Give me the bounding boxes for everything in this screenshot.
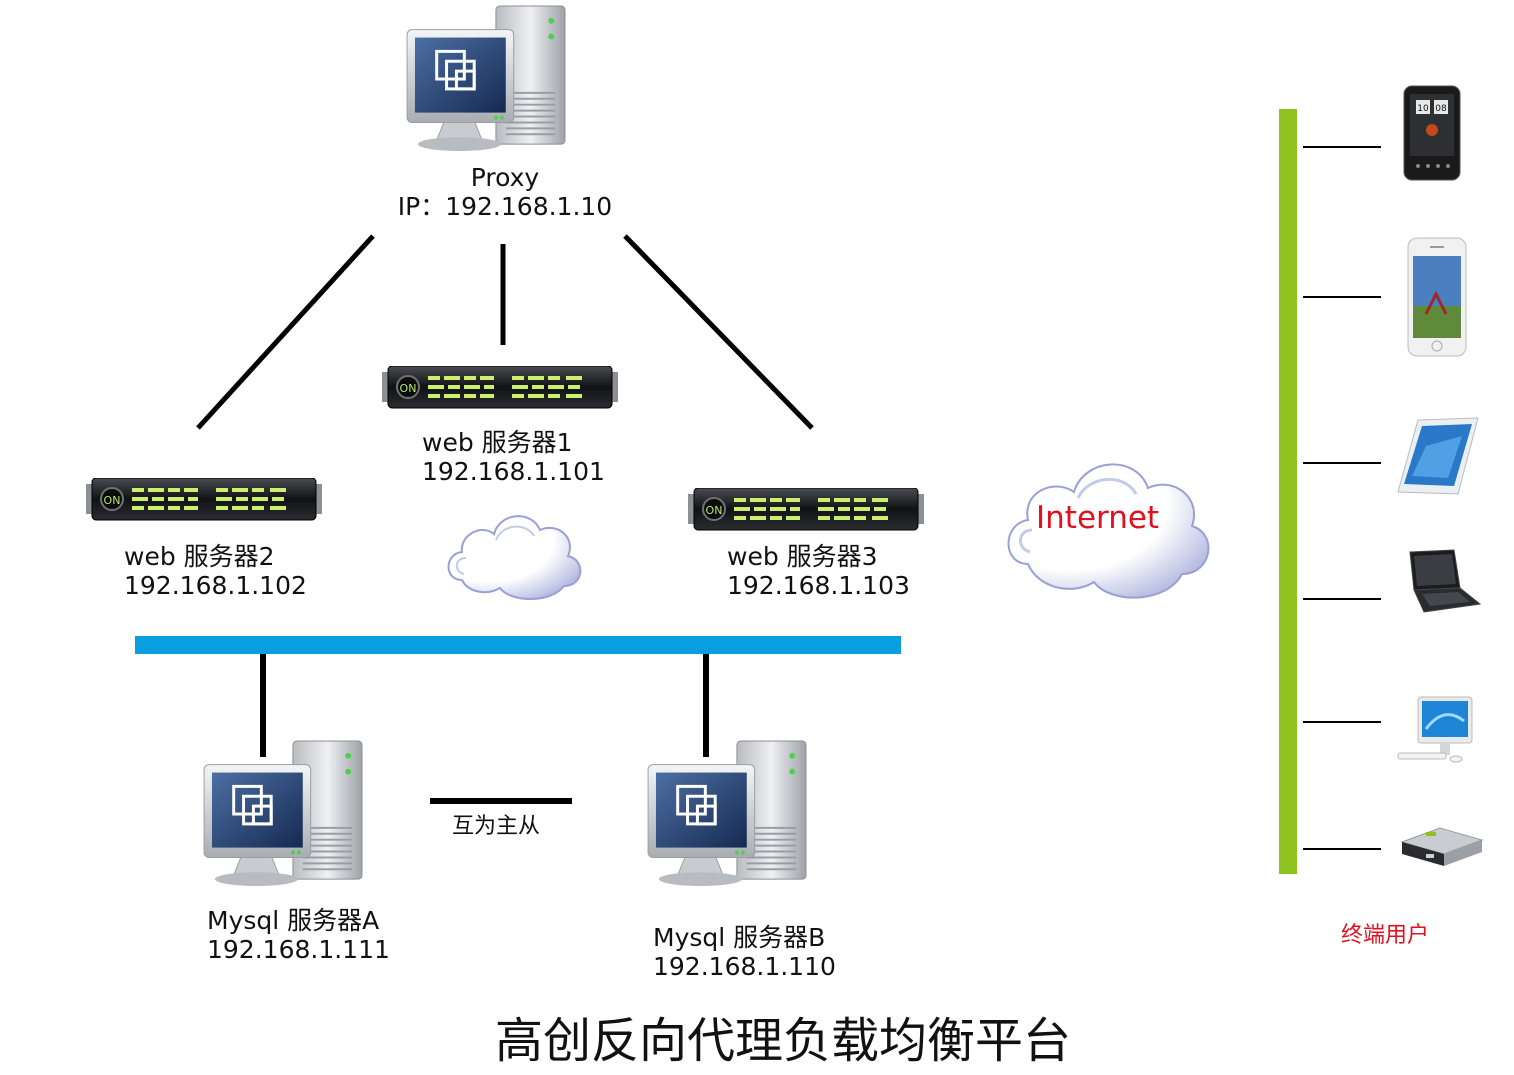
web-server-1-label: web 服务器1 192.168.1.101 <box>422 428 605 486</box>
mysql-server-a-icon <box>202 739 370 892</box>
client-bus <box>1279 109 1297 874</box>
web-server-3-name: web 服务器3 <box>727 542 878 571</box>
web-server-1-ip: 192.168.1.101 <box>422 457 605 486</box>
internet-label: Internet <box>1036 500 1160 536</box>
internet-cloud-icon <box>1007 463 1210 599</box>
svg-text:08: 08 <box>1435 104 1447 114</box>
mysql-server-b-icon <box>646 739 814 892</box>
client-link-3 <box>1303 462 1381 464</box>
iphone-icon <box>1407 237 1467 357</box>
web-server-3-label: web 服务器3 192.168.1.103 <box>727 542 910 600</box>
replication-link <box>430 798 572 804</box>
proxy-name: Proxy <box>470 163 540 192</box>
cloud-icon <box>447 515 582 600</box>
client-link-5 <box>1303 721 1381 723</box>
proxy-to-web3-link <box>623 234 814 430</box>
web-server-2-icon <box>86 478 322 526</box>
end-users-label: 终端用户 <box>1341 923 1430 948</box>
tablet-icon <box>1397 417 1479 495</box>
mysql-server-b-label: Mysql 服务器B 192.168.1.110 <box>653 923 836 981</box>
set-top-box-icon <box>1400 827 1484 866</box>
web-server-3-ip: 192.168.1.103 <box>727 571 910 600</box>
page-title: 高创反向代理负载均衡平台 <box>494 1013 1071 1069</box>
android-phone-icon: 10 08 <box>1403 85 1461 181</box>
desktop-computer-icon <box>1397 696 1473 763</box>
bus-to-mysql-b-link <box>703 654 709 757</box>
client-link-2 <box>1303 296 1381 298</box>
client-link-4 <box>1303 598 1381 600</box>
web-server-2-label: web 服务器2 192.168.1.102 <box>124 542 307 600</box>
web-server-2-name: web 服务器2 <box>124 542 275 571</box>
web-server-1-name: web 服务器1 <box>422 428 573 457</box>
proxy-ip: IP：192.168.1.10 <box>397 192 613 221</box>
mysql-server-a-ip: 192.168.1.111 <box>207 935 390 964</box>
svg-text:10: 10 <box>1417 104 1429 114</box>
mysql-server-b-name: Mysql 服务器B <box>653 923 826 952</box>
replication-label: 互为主从 <box>452 814 541 839</box>
web-server-3-icon <box>688 488 924 536</box>
mysql-server-b-ip: 192.168.1.110 <box>653 952 836 981</box>
web-server-1-icon <box>382 366 618 414</box>
proxy-label: Proxy IP：192.168.1.10 <box>378 163 632 221</box>
web-server-bus <box>135 636 901 654</box>
laptop-icon <box>1409 549 1482 613</box>
web-server-2-ip: 192.168.1.102 <box>124 571 307 600</box>
mysql-server-a-name: Mysql 服务器A <box>207 906 380 935</box>
bus-to-mysql-a-link <box>260 654 266 757</box>
client-link-6 <box>1303 848 1381 850</box>
mysql-server-a-label: Mysql 服务器A 192.168.1.111 <box>207 906 390 964</box>
client-link-1 <box>1303 146 1381 148</box>
proxy-to-web2-link <box>196 234 375 430</box>
